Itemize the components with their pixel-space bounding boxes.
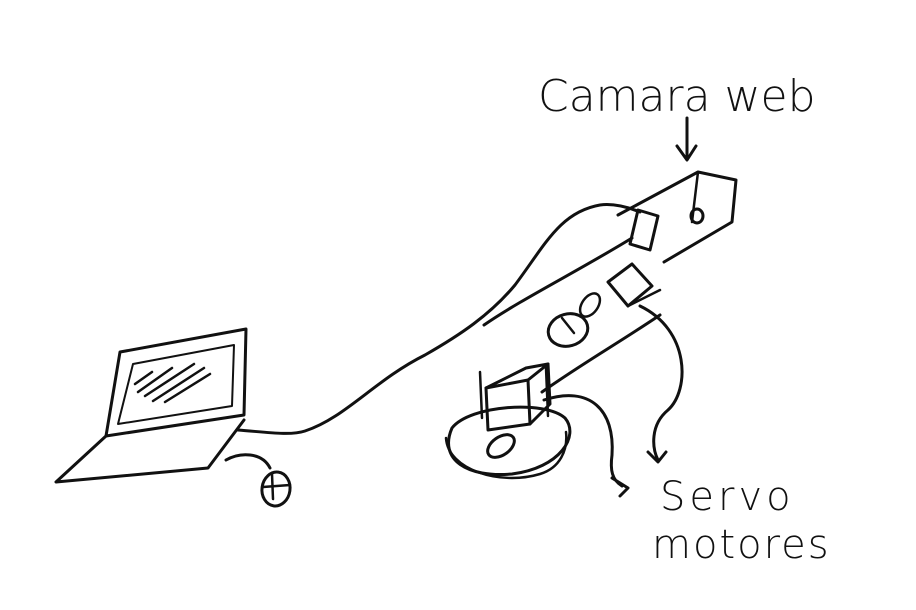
base-servo	[486, 380, 530, 430]
callout-shoulder-servo	[640, 306, 682, 462]
camera-arrow	[677, 118, 696, 160]
laptop-screen-hatch	[135, 364, 210, 402]
robot-arm	[446, 118, 736, 478]
elbow-servo	[608, 264, 652, 306]
servo-callouts	[544, 306, 682, 496]
mouse-cable	[226, 455, 270, 468]
servo-label-line1: Servo	[660, 474, 795, 520]
laptop-screen	[106, 329, 246, 436]
mouse-body	[260, 470, 292, 508]
servo-label-line2: motores	[652, 522, 831, 568]
arm-base-plate	[449, 407, 570, 474]
camera-label: Camara web	[538, 71, 816, 122]
laptop	[56, 329, 246, 482]
usb-cable	[238, 205, 640, 434]
callout-base-servo	[544, 396, 628, 496]
mouse	[226, 455, 292, 508]
camera	[630, 210, 658, 250]
